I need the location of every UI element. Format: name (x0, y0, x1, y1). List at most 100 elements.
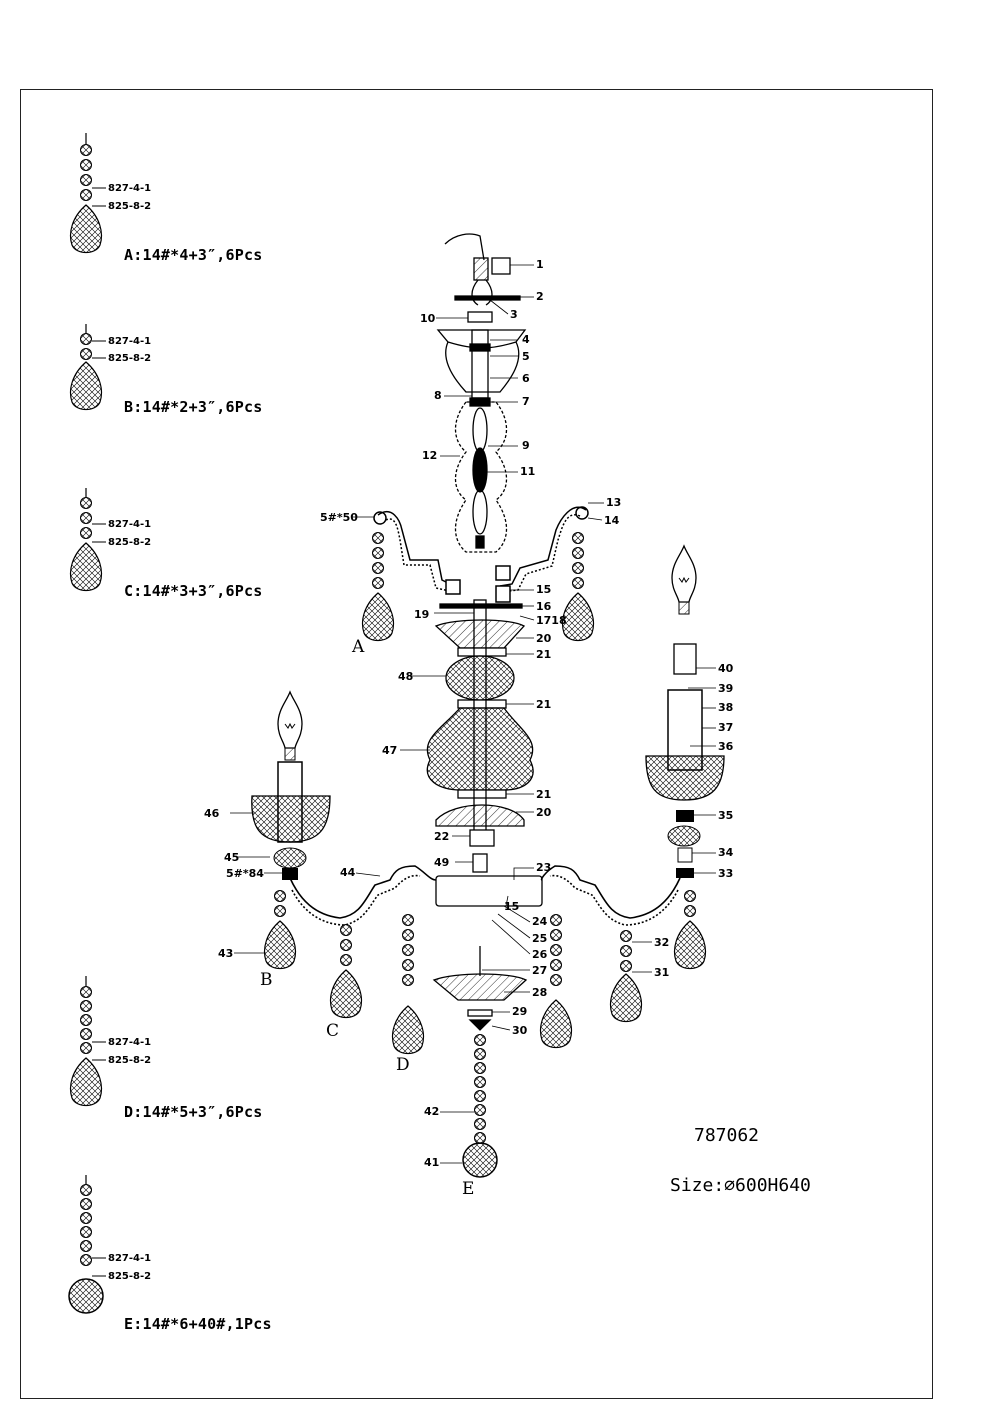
part-47: 47 (382, 744, 397, 757)
code-upper-b: 827-4-1 (108, 336, 151, 347)
code-upper-d: 827-4-1 (108, 1037, 151, 1048)
part-25: 25 (532, 932, 547, 945)
pendant-e-center (462, 1034, 498, 1178)
position-letter-b: B (260, 970, 273, 990)
code-upper-a: 827-4-1 (108, 183, 151, 194)
part-9: 9 (522, 439, 530, 452)
pendant-d-left (391, 914, 425, 1055)
part-29: 29 (512, 1005, 527, 1018)
part-26: 26 (532, 948, 548, 961)
part-15-lower: 15 (504, 900, 519, 913)
part-36: 36 (718, 740, 734, 753)
pendant-label-e: E:14#*6+40#,1Pcs (124, 1315, 272, 1333)
part-45: 45 (224, 851, 239, 864)
part-5x84: 5#*84 (226, 867, 264, 880)
part-2: 2 (536, 290, 544, 303)
code-lower-c: 825-8-2 (108, 537, 151, 548)
part-23: 23 (536, 861, 551, 874)
code-lower-b: 825-8-2 (108, 353, 151, 364)
legend-code-labels: 827-4-1 825-8-2 827-4-1 825-8-2 827-4-1 … (108, 183, 151, 1282)
part-21-c: 21 (536, 788, 551, 801)
part-22: 22 (434, 830, 449, 843)
position-letter-a: A (351, 637, 365, 657)
part-11: 11 (520, 465, 535, 478)
position-letter-c: C (326, 1021, 339, 1041)
part-32: 32 (654, 936, 669, 949)
part-20-upper: 20 (536, 632, 552, 645)
pendant-position-letters: A B C D E (260, 637, 474, 1199)
pendant-label-b: B:14#*2+3″,6Pcs (124, 398, 262, 416)
part-3: 3 (510, 308, 518, 321)
part-28: 28 (532, 986, 547, 999)
part-21-b: 21 (536, 698, 551, 711)
position-letter-e: E (462, 1179, 474, 1199)
part-39: 39 (718, 682, 733, 695)
part-12: 12 (422, 449, 437, 462)
model-number: 787062 (694, 1125, 759, 1146)
part-27: 27 (532, 964, 547, 977)
pendant-legend-a (69, 133, 106, 254)
size-label: Size:⌀600H640 (670, 1175, 811, 1196)
legend-pendant-labels: A:14#*4+3″,6Pcs B:14#*2+3″,6Pcs C:14#*3+… (124, 246, 272, 1333)
part-48: 48 (398, 670, 413, 683)
part-6: 6 (522, 372, 530, 385)
part-20-lower: 20 (536, 806, 552, 819)
upper-arms (373, 506, 589, 603)
part-44: 44 (340, 866, 356, 879)
part-19: 19 (414, 608, 429, 621)
part-42: 42 (424, 1105, 439, 1118)
right-candle (645, 545, 725, 878)
part-34: 34 (718, 846, 734, 859)
pendant-b-left (263, 890, 297, 970)
part-8: 8 (434, 389, 442, 402)
part-38: 38 (718, 701, 733, 714)
part-24: 24 (532, 915, 548, 928)
canopy-assembly (436, 233, 527, 553)
position-letter-d: D (396, 1055, 410, 1075)
part-40: 40 (718, 662, 734, 675)
part-13: 13 (606, 496, 621, 509)
lower-arms (289, 865, 681, 926)
part-31: 31 (654, 966, 669, 979)
part-30: 30 (512, 1024, 528, 1037)
pendant-a-left (361, 532, 395, 642)
pendant-legend-e (68, 1175, 106, 1314)
pendant-label-d: D:14#*5+3″,6Pcs (124, 1103, 262, 1121)
drawing-frame (20, 89, 933, 1399)
part-37: 37 (718, 721, 733, 734)
central-column (426, 599, 543, 907)
part-33: 33 (718, 867, 733, 880)
bottom-finial (432, 946, 528, 1031)
left-candle (251, 691, 331, 880)
part-46: 46 (204, 807, 220, 820)
part-4: 4 (522, 333, 530, 346)
part-7: 7 (522, 395, 530, 408)
part-41: 41 (424, 1156, 439, 1169)
part-14: 14 (604, 514, 620, 527)
part-5: 5 (522, 350, 530, 363)
code-upper-e: 827-4-1 (108, 1253, 151, 1264)
code-lower-a: 825-8-2 (108, 201, 151, 212)
pendant-label-c: C:14#*3+3″,6Pcs (124, 582, 262, 600)
part-49: 49 (434, 856, 449, 869)
pendant-c-left (329, 924, 363, 1019)
part-43: 43 (218, 947, 233, 960)
part-15-upper: 15 (536, 583, 551, 596)
part-10: 10 (420, 312, 436, 325)
code-lower-e: 825-8-2 (108, 1271, 151, 1282)
leader-lines (230, 264, 716, 1164)
pendant-legend-b (69, 324, 106, 411)
part-1: 1 (536, 258, 544, 271)
pendant-legend-d (69, 976, 106, 1107)
part-16: 16 (536, 600, 552, 613)
part-number-labels: 1 2 3 4 5 6 7 8 9 10 11 12 13 14 15 16 1… (204, 258, 734, 1169)
pendant-legend-c (69, 488, 106, 592)
pendant-b-right (673, 890, 707, 970)
code-lower-d: 825-8-2 (108, 1055, 151, 1066)
part-5x50: 5#*50 (320, 511, 358, 524)
pendant-a-right (561, 532, 595, 642)
pendant-c-right (609, 930, 643, 1023)
part-21-a: 21 (536, 648, 551, 661)
